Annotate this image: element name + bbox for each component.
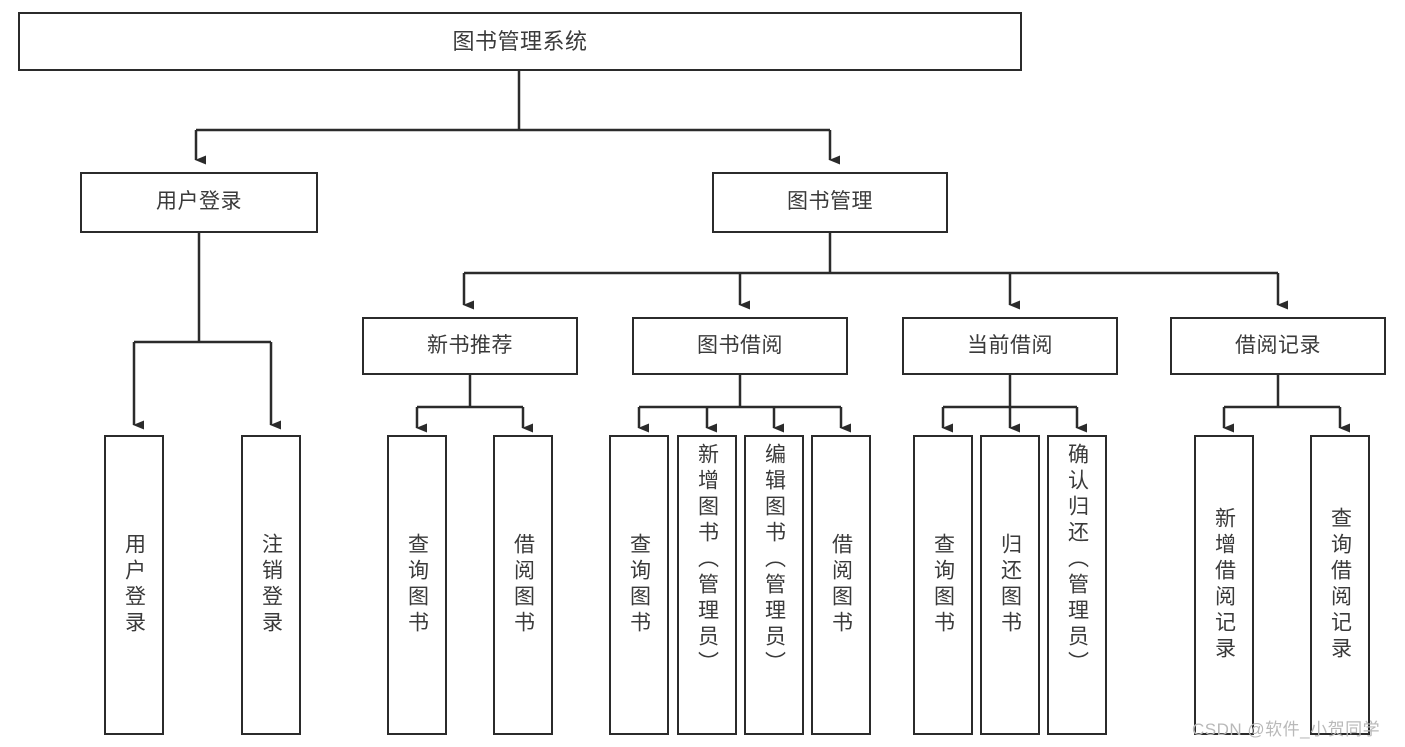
node-label: 新书推荐 [427, 333, 513, 357]
leaf-user-login-login[interactable]: 用户登录 [104, 435, 164, 735]
leaf-current-borrow-confirm-return[interactable]: 确认归还（管理员） [1047, 435, 1107, 735]
node-new-book-recommend[interactable]: 新书推荐 [362, 317, 578, 375]
node-book-management[interactable]: 图书管理 [712, 172, 948, 233]
node-label: 图书管理 [787, 190, 873, 214]
leaf-borrow-record-query-record[interactable]: 查询借阅记录 [1310, 435, 1370, 735]
node-borrow-record[interactable]: 借阅记录 [1170, 317, 1386, 375]
node-label: 图书借阅 [697, 333, 783, 357]
node-user-login[interactable]: 用户登录 [80, 172, 318, 233]
node-label: 新增图书（管理员） [695, 443, 719, 677]
node-label: 当前借阅 [967, 333, 1053, 357]
watermark-text: CSDN @软件_小贺同学 [1192, 720, 1381, 739]
leaf-book-borrow-borrow-book[interactable]: 借阅图书 [811, 435, 871, 735]
node-label: 归还图书 [998, 533, 1022, 637]
node-label: 用户登录 [122, 533, 146, 637]
leaf-book-borrow-add-book[interactable]: 新增图书（管理员） [677, 435, 737, 735]
leaf-user-login-logout[interactable]: 注销登录 [241, 435, 301, 735]
leaf-borrow-record-add-record[interactable]: 新增借阅记录 [1194, 435, 1254, 735]
node-root-system[interactable]: 图书管理系统 [18, 12, 1022, 71]
node-label: 编辑图书（管理员） [762, 443, 786, 677]
node-label: 图书管理系统 [452, 28, 588, 54]
leaf-new-book-query-book[interactable]: 查询图书 [387, 435, 447, 735]
node-label: 查询借阅记录 [1328, 507, 1352, 663]
node-label: 查询图书 [931, 533, 955, 637]
node-label: 借阅图书 [829, 533, 853, 637]
leaf-new-book-borrow-book[interactable]: 借阅图书 [493, 435, 553, 735]
leaf-current-borrow-return-book[interactable]: 归还图书 [980, 435, 1040, 735]
leaf-book-borrow-query-book[interactable]: 查询图书 [609, 435, 669, 735]
leaf-book-borrow-edit-book[interactable]: 编辑图书（管理员） [744, 435, 804, 735]
node-current-borrow[interactable]: 当前借阅 [902, 317, 1118, 375]
leaf-current-borrow-query-book[interactable]: 查询图书 [913, 435, 973, 735]
node-label: 查询图书 [627, 533, 651, 637]
node-label: 确认归还（管理员） [1065, 443, 1089, 677]
node-label: 注销登录 [259, 533, 283, 637]
node-book-borrow[interactable]: 图书借阅 [632, 317, 848, 375]
node-label: 用户登录 [156, 190, 242, 214]
node-label: 查询图书 [405, 533, 429, 637]
node-label: 借阅图书 [511, 533, 535, 637]
node-label: 借阅记录 [1235, 333, 1321, 357]
node-label: 新增借阅记录 [1212, 507, 1236, 663]
